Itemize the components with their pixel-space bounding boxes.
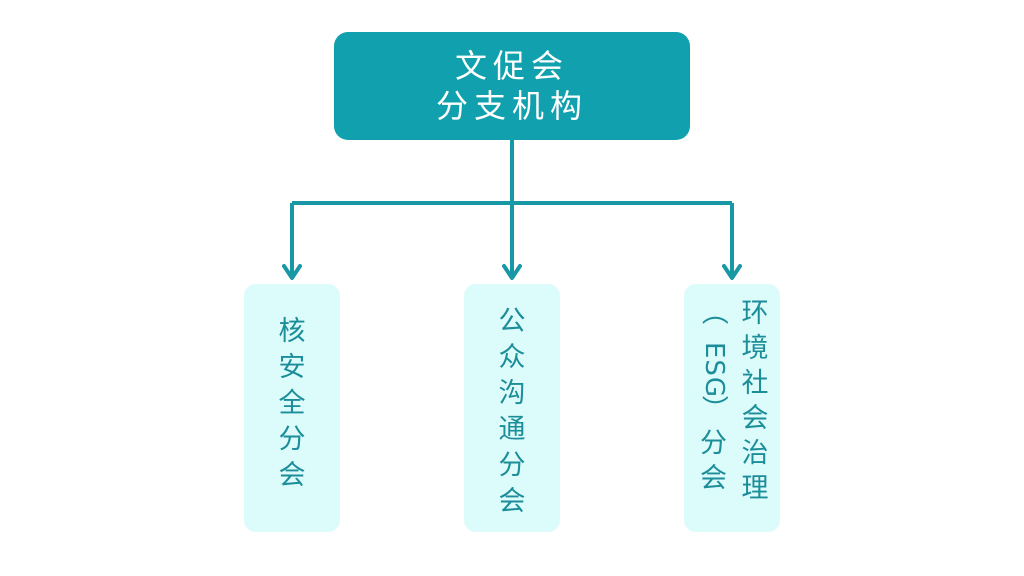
- label-char: 会: [498, 486, 526, 517]
- label-char: 会: [278, 460, 306, 491]
- label-char: 众: [498, 342, 526, 373]
- child-node-public-communication: 公 众 沟 通 分 会: [464, 284, 560, 532]
- child-label: 核 安 全 分 会: [279, 284, 306, 494]
- label-char: 核: [278, 316, 306, 347]
- label-char: 分: [278, 424, 306, 455]
- arrow-head-3: [722, 264, 742, 280]
- label-char: 通: [498, 414, 526, 445]
- label-char: 社: [741, 368, 769, 399]
- child-label-column-right: 环 境 社 会 治 理: [742, 284, 769, 506]
- label-char: 全: [278, 388, 306, 419]
- label-char: 安: [278, 352, 306, 383]
- label-char: 公: [498, 306, 526, 337]
- close-paren: ）: [698, 395, 729, 422]
- label-char: 境: [741, 333, 769, 364]
- label-char: 理: [741, 473, 769, 504]
- arrow-head-1: [282, 264, 302, 280]
- label-char: 会: [700, 463, 727, 494]
- label-char: 会: [741, 403, 769, 434]
- label-char: 沟: [498, 378, 526, 409]
- arrow-head-2: [502, 264, 522, 280]
- esg-text: ESG: [698, 342, 729, 399]
- child-node-esg: 环 境 社 会 治 理 （ ESG ） 分 会: [684, 284, 780, 532]
- label-char: 治: [741, 438, 769, 469]
- child-label: 公 众 沟 通 分 会: [499, 284, 526, 520]
- child-label-column-left: （ ESG ） 分 会: [696, 284, 732, 496]
- root-title-line-1: 文促会: [454, 47, 569, 85]
- open-paren: （: [698, 298, 729, 325]
- label-char: 分: [498, 450, 526, 481]
- root-title-line-2: 分支机构: [435, 87, 588, 125]
- label-char: 分: [700, 428, 727, 459]
- root-node: 文促会 分支机构: [334, 32, 690, 140]
- child-node-nuclear-safety: 核 安 全 分 会: [244, 284, 340, 532]
- label-char: 环: [741, 298, 769, 329]
